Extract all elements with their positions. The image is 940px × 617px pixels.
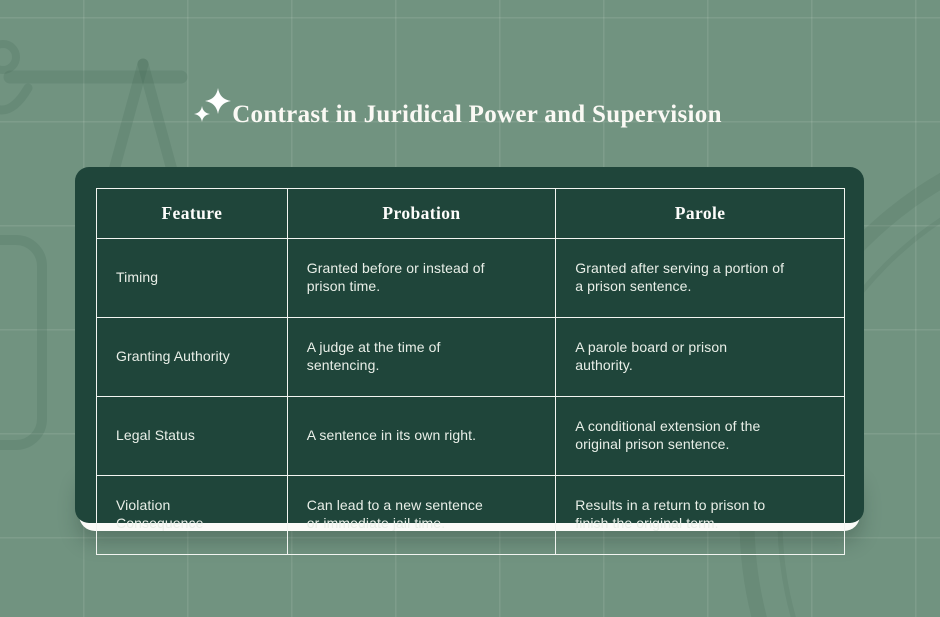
cell-feature: Granting Authority	[96, 317, 288, 397]
cell-parole: Granted after serving a portion of a pri…	[555, 238, 845, 318]
cell-feature: Legal Status	[96, 396, 288, 476]
cell-probation: Can lead to a new sentence or immediate …	[286, 475, 557, 555]
cell-probation: Granted before or instead of prison time…	[286, 238, 557, 318]
cell-probation: A judge at the time of sentencing.	[286, 317, 557, 397]
cell-parole: Results in a return to prison to finish …	[555, 475, 845, 555]
page-title: Contrast in Juridical Power and Supervis…	[232, 101, 722, 128]
cell-feature: Timing	[96, 238, 288, 318]
table-row: Timing Granted before or instead of pris…	[96, 238, 845, 318]
comparison-table: Feature Probation Parole Timing Granted …	[96, 188, 845, 555]
table-row: Violation Consequence Can lead to a new …	[96, 475, 845, 555]
cell-feature: Violation Consequence	[96, 475, 288, 555]
header: Contrast in Juridical Power and Supervis…	[0, 88, 928, 132]
column-header-probation: Probation	[286, 188, 557, 239]
table-row: Granting Authority A judge at the time o…	[96, 317, 845, 397]
table-row: Legal Status A sentence in its own right…	[96, 396, 845, 476]
table-header-row: Feature Probation Parole	[96, 188, 845, 239]
cell-parole: A conditional extension of the original …	[555, 396, 845, 476]
cell-probation: A sentence in its own right.	[286, 396, 557, 476]
column-header-parole: Parole	[555, 188, 845, 239]
column-header-feature: Feature	[96, 188, 288, 239]
cell-parole: A parole board or prison authority.	[555, 317, 845, 397]
sparkle-icon	[194, 88, 232, 122]
